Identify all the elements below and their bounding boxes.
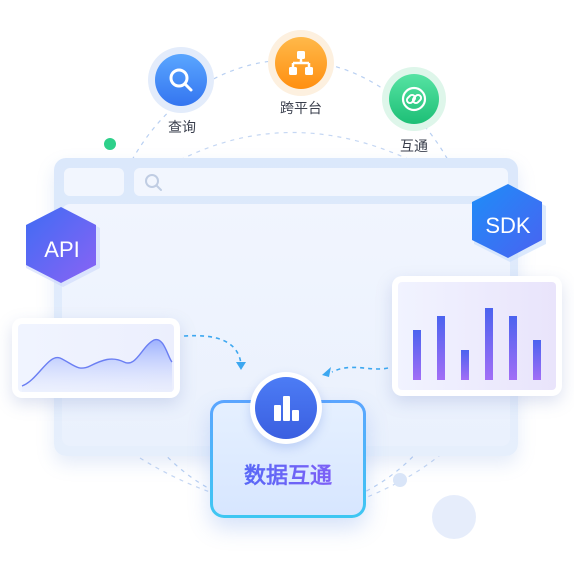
bar-chart-card — [392, 276, 562, 396]
bar-chart-icon — [274, 396, 299, 421]
search-icon — [169, 68, 193, 92]
query-node-button[interactable] — [148, 47, 214, 113]
data-interop-title: 数据互通 — [210, 458, 366, 490]
browser-tab[interactable] — [64, 168, 124, 196]
network-icon — [289, 51, 313, 75]
sdk-badge-label: SDK — [485, 213, 531, 238]
area-chart-card — [12, 318, 180, 398]
browser-address-bar[interactable] — [134, 168, 508, 196]
bar — [461, 350, 469, 380]
green-dot — [104, 138, 116, 150]
api-badge-label: API — [44, 237, 80, 262]
cross-platform-label: 跨平台 — [280, 101, 322, 117]
interop-label: 互通 — [400, 139, 428, 155]
search-icon — [145, 174, 162, 191]
bar — [533, 340, 541, 380]
center-icon-ring — [250, 372, 322, 444]
bar — [437, 316, 445, 380]
cross-platform-node-button[interactable] — [268, 30, 334, 96]
decor-dot-small — [393, 473, 407, 487]
link-icon — [401, 86, 427, 112]
bar — [509, 316, 517, 380]
api-badge-hexagon[interactable] — [20, 203, 106, 293]
bar — [485, 308, 493, 380]
bar-chart — [398, 282, 556, 390]
area-chart — [18, 324, 174, 392]
decor-dot-large — [432, 495, 476, 539]
sdk-badge-hexagon[interactable] — [466, 180, 550, 268]
bar — [413, 330, 421, 380]
interop-node-button[interactable] — [382, 67, 446, 131]
query-label: 查询 — [168, 120, 196, 136]
